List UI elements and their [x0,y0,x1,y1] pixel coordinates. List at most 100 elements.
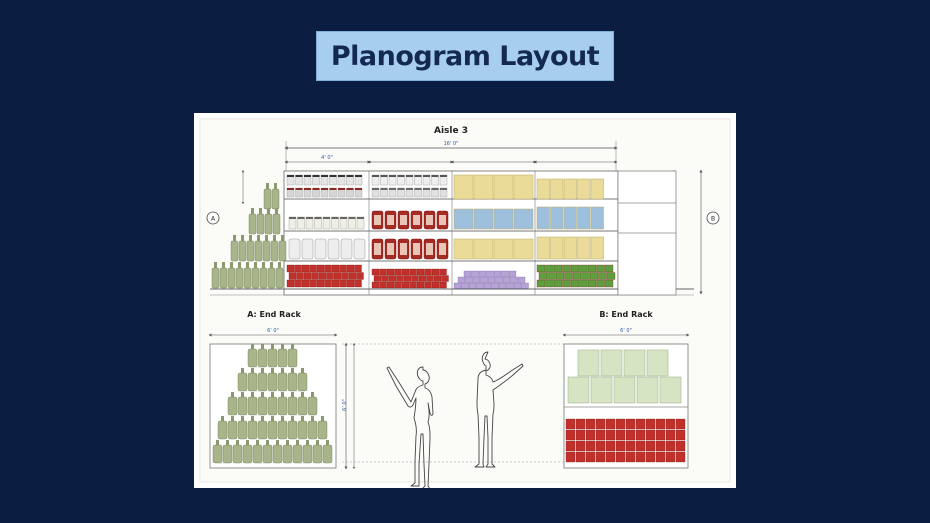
can-product [581,272,590,280]
bottle-product [237,396,248,416]
can-product [625,418,636,430]
bottle-neck [281,344,284,349]
slide-title: Planogram Layout [316,31,614,81]
jar-cap [287,188,294,190]
can-product [547,272,556,280]
bottle-product [227,420,238,440]
can-product [665,451,676,463]
jar-cap [329,188,337,190]
box-product [513,208,534,230]
can-product [346,264,355,273]
can-product [521,282,529,289]
can-product [598,272,607,280]
bottle-product [275,267,284,289]
bottle-neck [306,440,309,445]
jar-label [387,215,394,225]
jar-cap [389,175,396,177]
can-product [572,272,582,280]
bottle-product [254,240,263,262]
can-product [645,418,656,430]
bottle-product [277,420,288,440]
bottle-neck [275,208,278,214]
can-product [655,418,666,430]
jar-cap [312,175,320,177]
bottle-neck [271,368,274,373]
bottle-product [322,444,333,464]
bottle-neck [311,416,314,421]
bottle-product [272,213,281,235]
bottle-neck [278,262,281,268]
jar-label [400,243,407,255]
jar-cap [431,188,439,190]
can-product [303,272,312,280]
box-product [453,208,474,230]
can-product [587,264,597,273]
can-product [565,429,576,441]
box-product [590,236,604,260]
bottle-product [297,420,308,440]
can-product [585,429,596,441]
bottle-product [238,240,247,262]
bottle-neck [254,262,257,268]
jar-cap [357,217,364,219]
bottle-neck [216,440,219,445]
can-product [309,279,317,288]
bottle-neck [281,235,284,241]
can-product [587,279,597,288]
jar-label [413,243,420,255]
can-product [570,279,580,288]
can-product [510,276,518,283]
can-product [379,281,387,289]
can-product [635,451,646,463]
can-product [339,279,347,288]
bottle-product [251,267,260,289]
bottle-neck [246,440,249,445]
bottle-product [287,396,298,416]
can-product [286,279,295,288]
can-product [431,281,440,289]
can-product [476,282,484,289]
bottle-neck [251,208,254,214]
box-product [550,236,564,260]
can-product [615,440,626,452]
bottle-neck [246,262,249,268]
can-product [296,272,304,280]
can-product [565,418,576,430]
can-product [575,418,586,430]
jar-cap [372,175,379,177]
jar-cap [340,217,347,219]
bottle-neck [251,416,254,421]
jar-cap [406,175,413,177]
can-product [595,440,606,452]
planogram-diagram-card: Aisle 3 16' 0" 4' 0" A B [194,113,736,488]
can-product [424,281,432,289]
jar-cap [329,175,337,177]
box-product [493,174,514,200]
can-product [575,451,586,463]
bottle-product [267,267,276,289]
bottle-product [278,240,287,262]
can-product [424,268,432,276]
can-product [324,279,332,288]
bottle-product [277,372,288,392]
box-product [577,349,600,377]
box-product [536,236,550,260]
box-product [536,206,550,230]
bottle-product [271,188,280,210]
can-product [675,429,686,441]
bottle-product [267,396,278,416]
can-product [615,429,626,441]
box-product [636,376,659,404]
can-product [553,279,563,288]
female-figure-silhouette [386,366,434,488]
can-product [575,429,586,441]
container-product [288,238,301,260]
can-product [416,281,425,289]
bottle-neck [274,183,277,189]
can-product [461,282,469,289]
jar-cap [348,217,356,219]
can-product [418,275,427,282]
can-product [486,270,494,277]
section-width-dimensions: 4' 0" [284,155,618,164]
bottle-product [232,444,243,464]
